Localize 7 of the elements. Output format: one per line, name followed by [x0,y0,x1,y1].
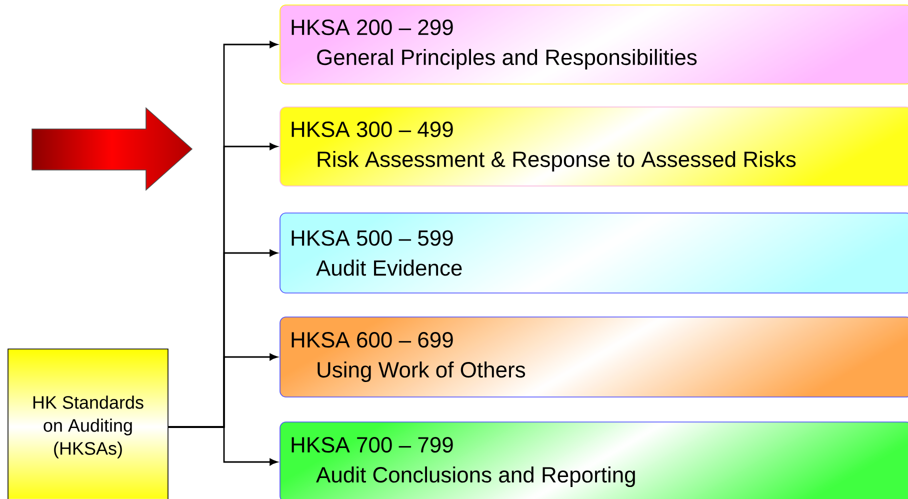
category-box: HKSA 600 – 699 Using Work of Others [280,316,908,398]
standards-box: HK Standards on Auditing (HKSAs) [8,348,168,499]
connector-arrow [168,426,278,466]
category-box: HKSA 500 – 599 Audit Evidence [280,212,908,294]
category-box: HKSA 200 – 299 General Principles and Responsibilities [280,4,908,84]
category-box: HKSA 300 – 499 Risk Assessment & Response to Assessed Risks [280,106,908,186]
category-box: HKSA 700 – 799 Audit Conclusions and Reporting [280,422,908,499]
